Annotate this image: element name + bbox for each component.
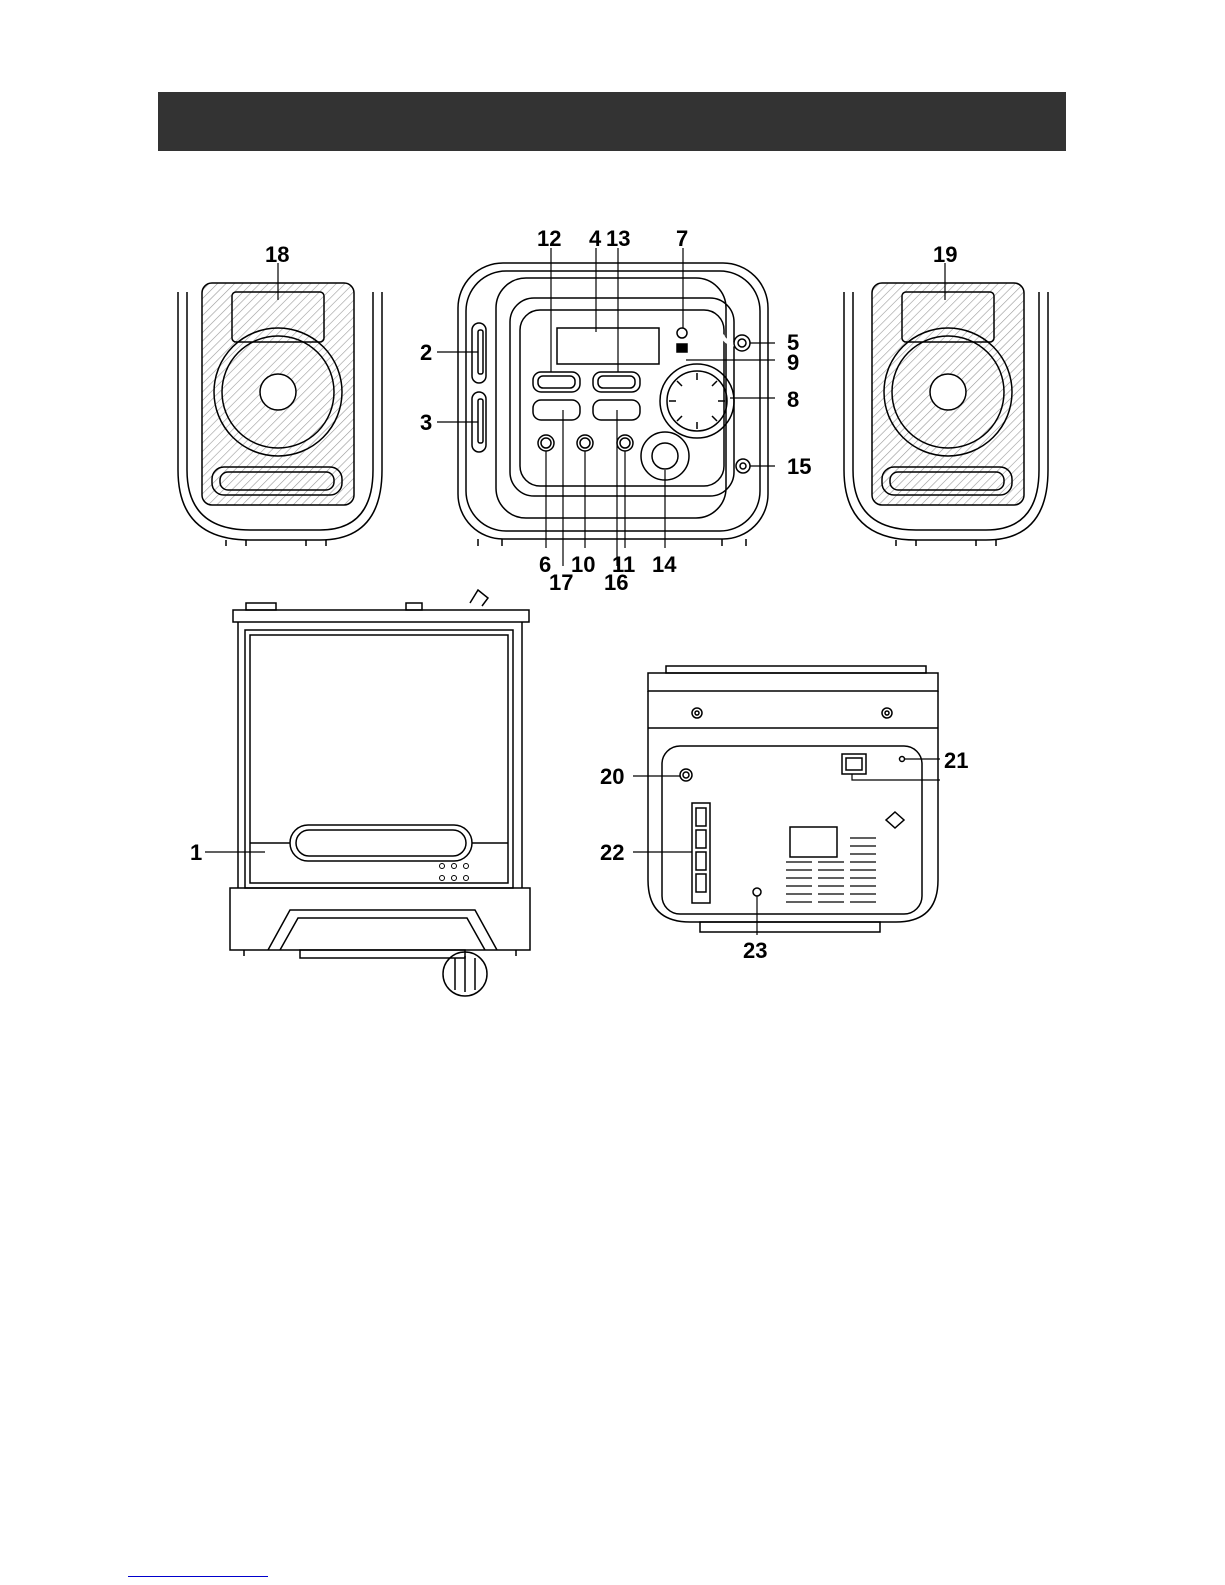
callout-13: 13 — [606, 226, 630, 251]
callout-17: 17 — [549, 570, 573, 595]
top-view-unit — [230, 590, 530, 996]
callout-21: 21 — [944, 748, 968, 773]
callout-1: 1 — [190, 840, 202, 865]
main-unit-front — [458, 263, 768, 546]
rear-vent-grille — [786, 838, 876, 902]
callout-9: 9 — [787, 350, 799, 375]
callout-20: 20 — [600, 764, 624, 789]
left-speaker — [178, 283, 382, 546]
callout-22: 22 — [600, 840, 624, 865]
callout-16: 16 — [604, 570, 628, 595]
callout-19: 19 — [933, 242, 957, 267]
callout-12: 12 — [537, 226, 561, 251]
right-speaker — [844, 283, 1048, 546]
callout-23: 23 — [743, 938, 767, 963]
callout-8: 8 — [787, 387, 799, 412]
callout-15: 15 — [787, 454, 811, 479]
rear-view-unit — [648, 666, 938, 932]
callout-10: 10 — [571, 552, 595, 577]
callout-18: 18 — [265, 242, 289, 267]
callout-7: 7 — [676, 226, 688, 251]
footer-rule — [128, 1576, 268, 1577]
callout-2: 2 — [420, 340, 432, 365]
top-view-dots — [440, 864, 469, 881]
volume-knob-ticks — [669, 373, 725, 429]
callout-3: 3 — [420, 410, 432, 435]
callout-14: 14 — [652, 552, 677, 577]
callout-4: 4 — [589, 226, 602, 251]
